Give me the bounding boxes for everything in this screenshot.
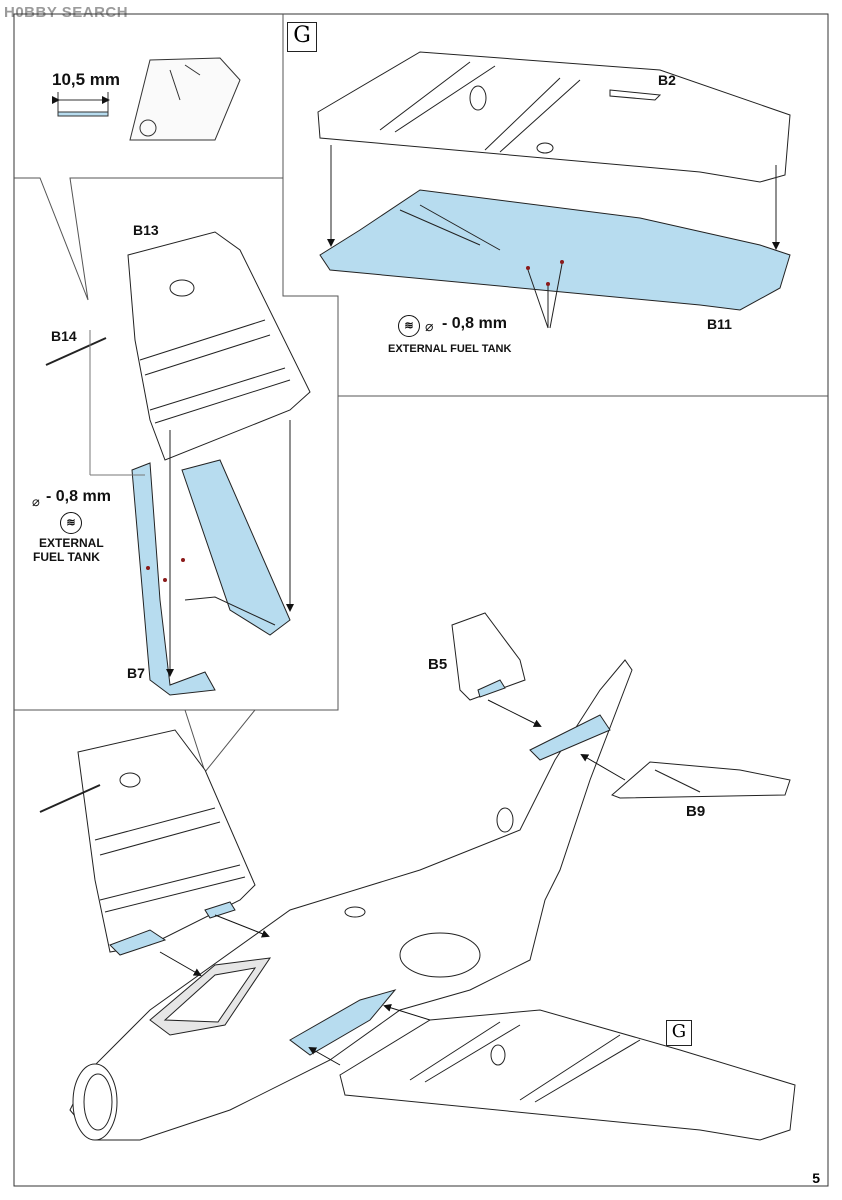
wing-main-right bbox=[339, 1009, 796, 1141]
inset-measure-label: 10,5 mm bbox=[52, 70, 121, 89]
part-label-b13: B13 bbox=[133, 222, 159, 238]
wing-b2-top bbox=[317, 51, 791, 183]
tailplane-b9 bbox=[611, 761, 791, 799]
fuel-tank-label-line1: EXTERNAL bbox=[39, 536, 104, 550]
drill-size-label-2: - 0,8 mm bbox=[46, 488, 111, 505]
fuel-tank-label-line2: FUEL TANK bbox=[33, 550, 100, 564]
guide-lines bbox=[159, 699, 626, 1066]
wing-b7 bbox=[89, 330, 294, 696]
wing-b11-bottom bbox=[319, 145, 791, 329]
part-label-b11: B11 bbox=[707, 316, 732, 332]
drill-icon: ≋ bbox=[398, 315, 420, 337]
fuselage bbox=[69, 659, 633, 1141]
tail-cap-b5 bbox=[451, 612, 526, 701]
diameter-symbol-2: ⌀ bbox=[32, 494, 40, 509]
part-label-b9: B9 bbox=[686, 803, 706, 820]
part-label-b2: B2 bbox=[658, 72, 676, 88]
part-label-b5: B5 bbox=[428, 656, 448, 673]
diameter-symbol: ⌀ bbox=[425, 318, 434, 334]
step-marker-g-main: G bbox=[666, 1020, 692, 1046]
drill-icon-2: ≋ bbox=[60, 512, 82, 534]
drill-size-label: - 0,8 mm bbox=[442, 315, 507, 332]
fuel-tank-label: EXTERNAL FUEL TANK bbox=[388, 343, 512, 355]
step-marker-g: G bbox=[287, 22, 317, 52]
part-label-b14: B14 bbox=[51, 328, 77, 344]
wing-b13 bbox=[45, 231, 311, 461]
part-b14-rod bbox=[45, 337, 107, 366]
wing-main-left bbox=[39, 729, 256, 956]
part-label-b7: B7 bbox=[127, 665, 145, 681]
watermark: H0BBY SEARCH bbox=[4, 4, 129, 21]
page-border bbox=[13, 13, 829, 1187]
measurement-inset bbox=[52, 57, 241, 141]
page-number: 5 bbox=[812, 1170, 820, 1186]
